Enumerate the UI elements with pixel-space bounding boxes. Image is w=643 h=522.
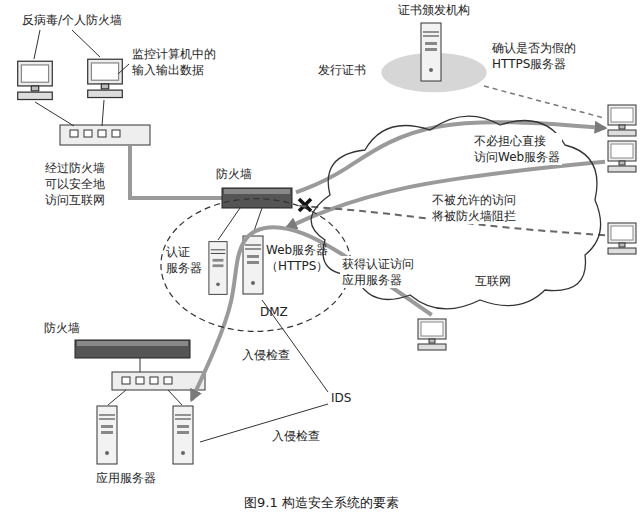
pc-icon <box>18 61 53 99</box>
hub <box>112 372 205 390</box>
pc-icon <box>88 59 123 97</box>
firewall-device <box>224 189 290 194</box>
note-label: 经过防火墙 可以安全地 访问互联网 <box>45 160 105 209</box>
access-arrow <box>296 122 605 192</box>
node-label: 防火墙 <box>216 166 252 182</box>
note-label: 确认是否为假的 HTTPS服务器 <box>492 40 576 72</box>
note-label: 入侵检查 <box>272 428 320 444</box>
cloud-outline <box>311 116 600 309</box>
node-label: 认证 服务器 <box>166 244 202 276</box>
cable <box>168 390 182 405</box>
leader-line <box>72 30 100 57</box>
pc-icon <box>418 319 446 350</box>
server-icon <box>243 236 263 294</box>
access-path <box>130 146 222 198</box>
leader-line <box>118 64 129 74</box>
note-label: 监控计算机中的 输入输出数据 <box>132 46 216 78</box>
pc-icon <box>608 141 636 172</box>
figure-caption: 图9.1 构造安全系统的要素 <box>0 494 643 512</box>
access-arrow <box>287 162 605 228</box>
pc-icon <box>608 105 636 136</box>
verify-line <box>484 86 604 118</box>
hub-ports <box>70 130 120 137</box>
cable <box>108 390 126 405</box>
pc-icon <box>608 223 636 254</box>
leader-line <box>34 30 40 59</box>
auth-server: 认证 服务器 <box>166 232 230 298</box>
ca-ellipse <box>381 53 486 92</box>
firewall: 防火墙 <box>40 320 195 362</box>
node-label: Web服务器 （HTTPS） <box>266 242 328 274</box>
edge-label: 不被允许的访问 将被防火墙阻拦 <box>430 192 518 224</box>
node-label: 防火墙 <box>44 320 80 336</box>
note-label: 发行证书 <box>318 62 366 78</box>
node-label: 应用服务器 <box>96 470 156 486</box>
server-icon <box>421 23 441 81</box>
hub-ports <box>122 377 172 384</box>
node-label: 互联网 <box>475 273 511 289</box>
certificate-authority: 证书颁发机构 <box>378 2 490 96</box>
firewall-device <box>77 341 188 346</box>
note-label: 反病毒/个人防火墙 <box>22 12 122 28</box>
app-server: 应用服务器 <box>86 400 206 490</box>
firewall-device <box>222 188 292 208</box>
server-icon <box>97 406 117 464</box>
server-icon <box>173 406 193 464</box>
dmz-ellipse <box>161 199 351 332</box>
node-label: DMZ <box>260 304 288 320</box>
cable <box>102 100 104 126</box>
edge-label: 不必担心直接 访问Web服务器 <box>472 133 562 165</box>
cable <box>35 102 74 126</box>
note-label: IDS <box>331 390 351 406</box>
node-label: 证书颁发机构 <box>378 2 490 18</box>
cable <box>218 208 240 240</box>
firewall-device <box>75 340 190 358</box>
firewall: 防火墙 <box>212 166 296 210</box>
web-server: Web服务器 （HTTPS） <box>238 228 346 300</box>
dmz-zone: DMZ 认证 服务器 Web服务器 （HTTPS） <box>160 198 352 332</box>
server-icon <box>209 242 227 295</box>
edge-label: 获得认证访问 应用服务器 <box>340 256 416 288</box>
note-label: 入侵检查 <box>242 347 290 363</box>
access-arrow <box>192 228 432 400</box>
hub <box>60 125 150 145</box>
cable <box>140 358 141 372</box>
